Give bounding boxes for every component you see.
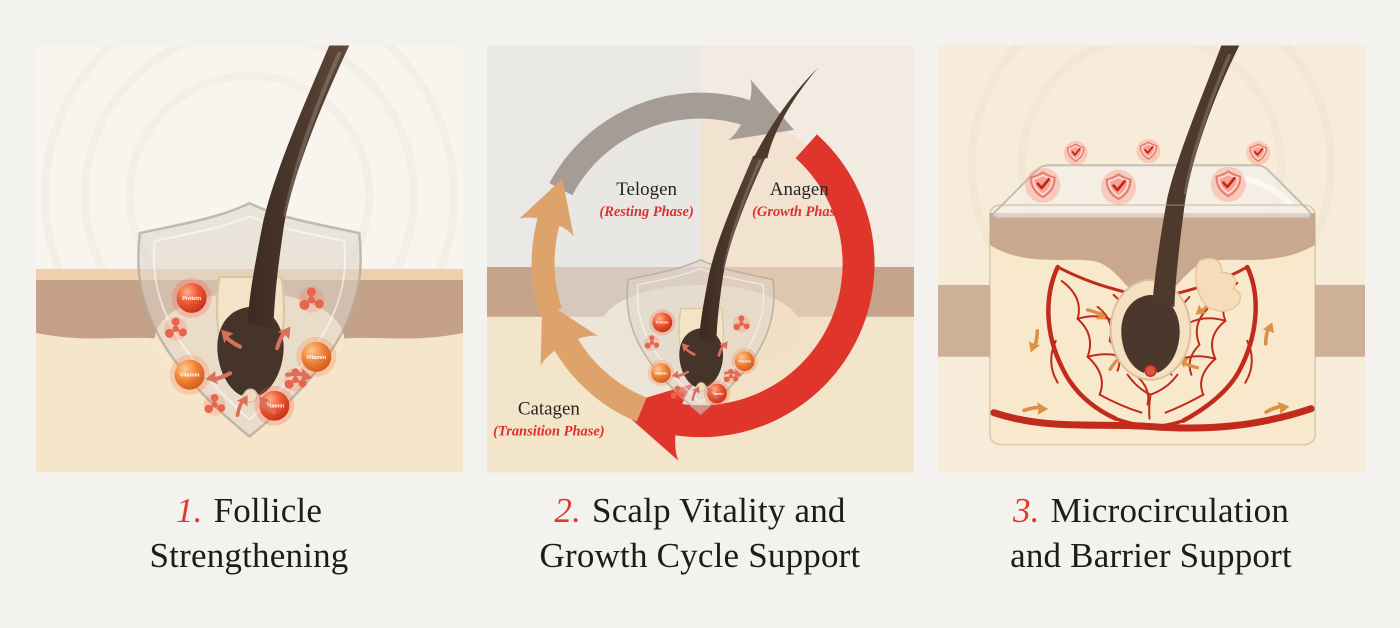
phase-label-anagen: Anagen	[769, 179, 828, 200]
catagen-arrow-upper	[518, 178, 574, 316]
blood-vessel-network	[989, 264, 1315, 432]
phase-sublabel-anagen: (Growth Phase)	[752, 204, 846, 220]
caption-line-1: Microcirculation	[1050, 491, 1290, 530]
panel-microcirculation: 3. Microcirculation and Barrier Support	[937, 45, 1365, 578]
phase-sublabel-telogen: (Resting Phase)	[599, 204, 693, 220]
panel-growth-cycle: Telogen (Resting Phase) Anagen (Growth P…	[486, 45, 914, 578]
caption-number: 3.	[1012, 491, 1040, 530]
phase-label-catagen: Catagen	[517, 399, 580, 420]
phase-label-telogen: Telogen	[616, 179, 677, 200]
caption-line-1: Follicle	[213, 491, 323, 530]
anagen-arrow	[616, 134, 875, 461]
epidermis-face	[989, 213, 1315, 297]
caption-line-2: and Barrier Support	[1010, 536, 1292, 575]
caption-line-1: Scalp Vitality and	[592, 491, 846, 530]
hair-shaft	[1151, 45, 1239, 307]
infographic-panels: Protein Vitamin Vitamin	[35, 45, 1365, 578]
catagen-arrow-lower	[540, 299, 647, 422]
phase-sublabel-catagen: (Transition Phase)	[493, 424, 605, 440]
caption-follicle-strengthening: 1. Follicle Strengthening	[36, 488, 463, 578]
telogen-arrow	[548, 79, 794, 196]
caption-number: 2.	[554, 491, 582, 530]
caption-number: 1.	[175, 491, 203, 530]
caption-growth-cycle: 2. Scalp Vitality and Growth Cycle Suppor…	[487, 488, 914, 578]
hair-shaft-extension	[752, 67, 818, 159]
sebaceous-gland	[1194, 257, 1241, 312]
caption-line-2: Strengthening	[149, 536, 349, 575]
skin-block	[988, 45, 1316, 446]
caption-line-2: Growth Cycle Support	[539, 536, 861, 575]
illustration-follicle-strengthening: Protein Vitamin Vitamin	[35, 45, 463, 473]
dermal-papilla	[1143, 364, 1157, 377]
illustration-growth-cycle: Telogen (Resting Phase) Anagen (Growth P…	[486, 45, 914, 473]
caption-microcirculation: 3. Microcirculation and Barrier Support	[938, 488, 1365, 578]
hair-bulb	[1120, 294, 1180, 373]
illustration-microcirculation	[937, 45, 1365, 473]
panel-follicle-strengthening: Protein Vitamin Vitamin	[35, 45, 463, 578]
